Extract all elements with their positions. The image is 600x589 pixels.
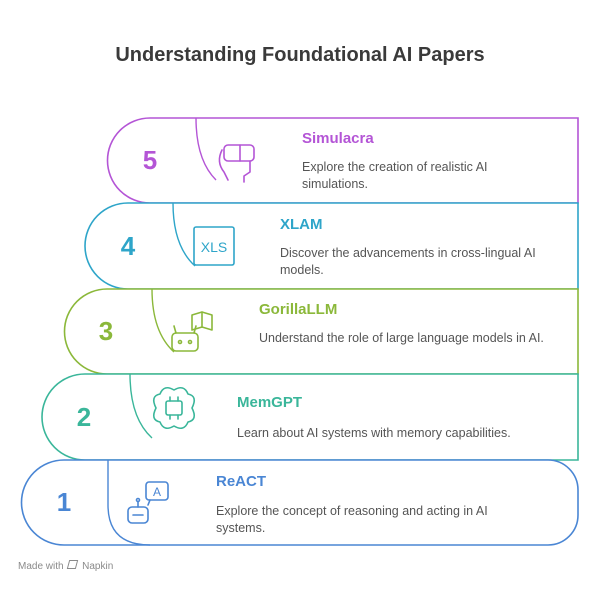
step-2-description: Learn about AI systems with memory capab…	[237, 426, 511, 440]
vr-headset-icon	[218, 144, 255, 183]
svg-text:XLS: XLS	[201, 239, 227, 255]
diagram-title: Understanding Foundational AI Papers	[115, 44, 485, 66]
step-5-shape	[106, 117, 579, 204]
robot-book-icon	[171, 311, 213, 352]
step-4-description: Discover the advancements in cross-lingu…	[280, 246, 536, 277]
svg-text:A: A	[153, 485, 161, 499]
step-3-title: GorillaLLM	[259, 301, 338, 318]
xls-icon: XLS	[193, 226, 235, 266]
step-1-title: ReACT	[216, 473, 267, 490]
robot-chat-icon: A	[127, 481, 169, 524]
step-1-description: Explore the concept of reasoning and act…	[216, 504, 488, 535]
step-5-number: 5	[142, 145, 158, 175]
step-1-number: 1	[56, 487, 72, 517]
step-3-description: Understand the role of large language mo…	[259, 331, 544, 345]
step-3-number: 3	[98, 316, 114, 346]
step-5-title: Simulacra	[302, 130, 374, 147]
step-2-shape	[41, 373, 579, 461]
made-with-napkin: Made with Napkin	[18, 560, 113, 572]
napkin-logo-icon	[67, 560, 79, 569]
step-4-number: 4	[120, 231, 136, 261]
step-5-description: Explore the creation of realistic AI sim…	[302, 160, 488, 191]
step-2-number: 2	[76, 402, 92, 432]
step-4-title: XLAM	[280, 216, 323, 233]
napkin-brand: Napkin	[82, 561, 114, 572]
made-with-label: Made with	[18, 561, 64, 572]
step-2-title: MemGPT	[237, 394, 303, 411]
chip-brain-icon	[152, 386, 196, 430]
